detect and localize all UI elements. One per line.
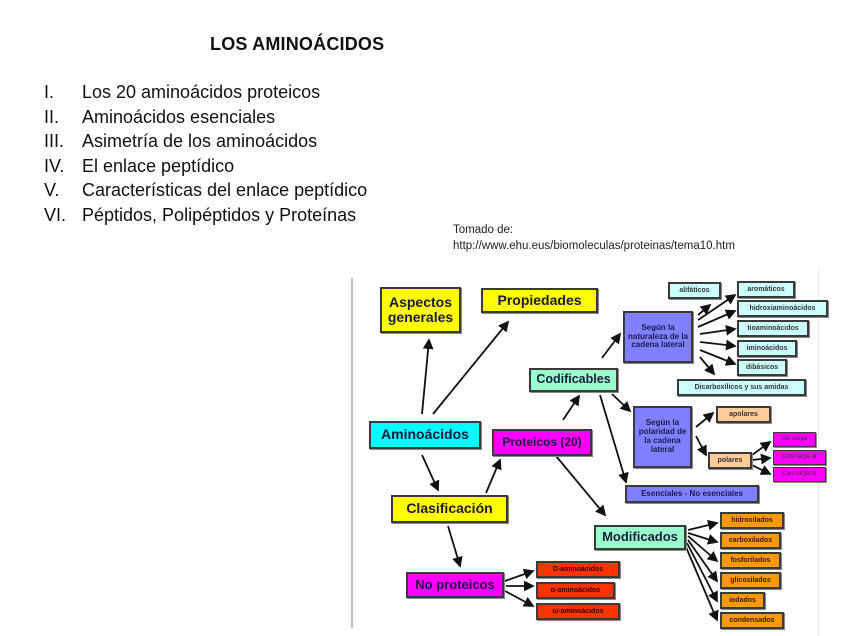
arrow (695, 411, 715, 428)
toc-item: VI. Péptidos, Polipéptidos y Proteínas (44, 203, 367, 228)
toc-number: I. (44, 82, 55, 102)
toc-item: II. Aminoácidos esenciales (44, 105, 367, 130)
node-con-carga-negativa: Con carga ⊖ (773, 467, 826, 482)
source-url: http://www.ehu.eus/biomoleculas/proteina… (453, 240, 735, 252)
diagram-left-border (351, 278, 353, 628)
arrows-layer (421, 293, 772, 622)
node-hidroxilados: hidroxilados (720, 512, 784, 529)
toc-number: VI. (44, 204, 67, 225)
node-modificados: Modificados (594, 525, 686, 550)
arrow (699, 339, 737, 351)
node-proteicos: Proteicos (20) (492, 429, 592, 456)
arrow (751, 440, 772, 456)
node-tioaminoacidos: tioaminoácidos (737, 320, 809, 337)
arrow (697, 309, 737, 328)
node-alifaticos: alifáticos (668, 282, 721, 299)
toc-number: V. (44, 180, 60, 200)
toc-number: III. (44, 131, 65, 151)
source-citation: Tomado de: http://www.ehu.eus/biomolecul… (453, 222, 735, 254)
node-codificables: Codificables (529, 368, 618, 392)
arrow (421, 338, 434, 415)
arrow (697, 303, 712, 316)
page-title: LOS AMINOÁCIDOS (210, 34, 385, 54)
node-segun-naturaleza: Según la naturaleza de la cadena lateral (623, 311, 693, 363)
toc-text: Aminoácidos esenciales (82, 106, 276, 127)
node-dibasicos: dibásicos (737, 359, 787, 376)
node-segun-polaridad: Según la polaridad de la cadena lateral (633, 406, 692, 468)
toc-item: I. Los 20 aminoácidos proteicos (44, 80, 367, 105)
source-label: Tomado de: (453, 224, 514, 236)
toc-number: II. (44, 106, 60, 127)
arrow (699, 356, 716, 376)
node-esenciales: Esenciales - No esenciales (625, 485, 759, 503)
arrow (421, 454, 440, 492)
toc-text: Características del enlace peptídico (82, 180, 368, 200)
arrow (611, 393, 632, 413)
arrow (555, 455, 607, 517)
node-dicarboxilicos: Dicarboxílicos y sus amidas (677, 379, 806, 396)
table-of-contents: I. Los 20 aminoácidos proteicos II. Aminoá… (44, 80, 367, 227)
node-propiedades: Propiedades (481, 288, 598, 313)
arrow (599, 394, 629, 484)
toc-item: IV. El enlace peptídico (44, 154, 367, 179)
arrow (432, 320, 510, 415)
concept-map: Aspectos generales Propiedades Aminoácid… (350, 270, 840, 636)
node-con-carga-positiva: Con carga ⊕ (773, 450, 826, 465)
node-apolares: apolares (716, 406, 771, 423)
node-fosforilados: fosforilados (720, 552, 781, 569)
toc-text: Péptidos, Polipéptidos y Proteínas (82, 204, 357, 225)
node-glicosilados: glicosilados (720, 572, 781, 589)
toc-text: Asimetría de los aminoácidos (82, 131, 318, 151)
node-alfa-aminoacidos: α-aminoácidos (536, 582, 615, 599)
arrow (504, 568, 535, 582)
arrow (504, 590, 535, 607)
arrow (751, 453, 772, 465)
arrow (562, 394, 580, 421)
arrow (697, 293, 737, 321)
node-iminoacidos: iminoácidos (737, 340, 797, 357)
arrow (447, 525, 463, 568)
node-condensados: condensados (720, 612, 784, 629)
arrow (687, 519, 719, 531)
arrow (686, 542, 718, 603)
arrow (699, 349, 737, 366)
node-aromaticos: aromáticos (737, 281, 795, 298)
node-omega-aminoacidos: ω-aminoácidos (536, 603, 620, 620)
node-sin-carga: Sin carga (773, 432, 816, 447)
toc-item: III. Asimetría de los aminoácidos (44, 129, 367, 154)
node-d-aminoacidos: D-aminoácidos (536, 561, 620, 578)
node-aspectos-generales: Aspectos generales (380, 287, 461, 333)
node-no-proteicos: No proteicos (406, 572, 504, 598)
node-clasificacion: Clasificación (391, 495, 508, 523)
node-aminoacidos: Aminoácidos (369, 421, 481, 449)
node-hidroxiaminoacidos: hidroxiaminoácidos (737, 300, 828, 317)
toc-text: El enlace peptídico (82, 155, 235, 176)
toc-text: Los 20 aminoácidos proteicos (82, 82, 321, 102)
arrow (695, 435, 707, 457)
node-carboxilados: carboxilados (720, 532, 781, 549)
arrow (751, 464, 772, 475)
arrow (687, 535, 719, 563)
arrow (485, 458, 502, 494)
arrow (687, 532, 719, 545)
node-iodados: iodados (720, 592, 765, 609)
node-polares: polares (708, 452, 752, 469)
arrow (687, 539, 719, 583)
toc-item: V. Características del enlace peptídico (44, 178, 367, 203)
arrow (699, 324, 737, 336)
toc-number: IV. (44, 155, 65, 176)
arrow (601, 332, 622, 359)
arrow (685, 546, 719, 622)
